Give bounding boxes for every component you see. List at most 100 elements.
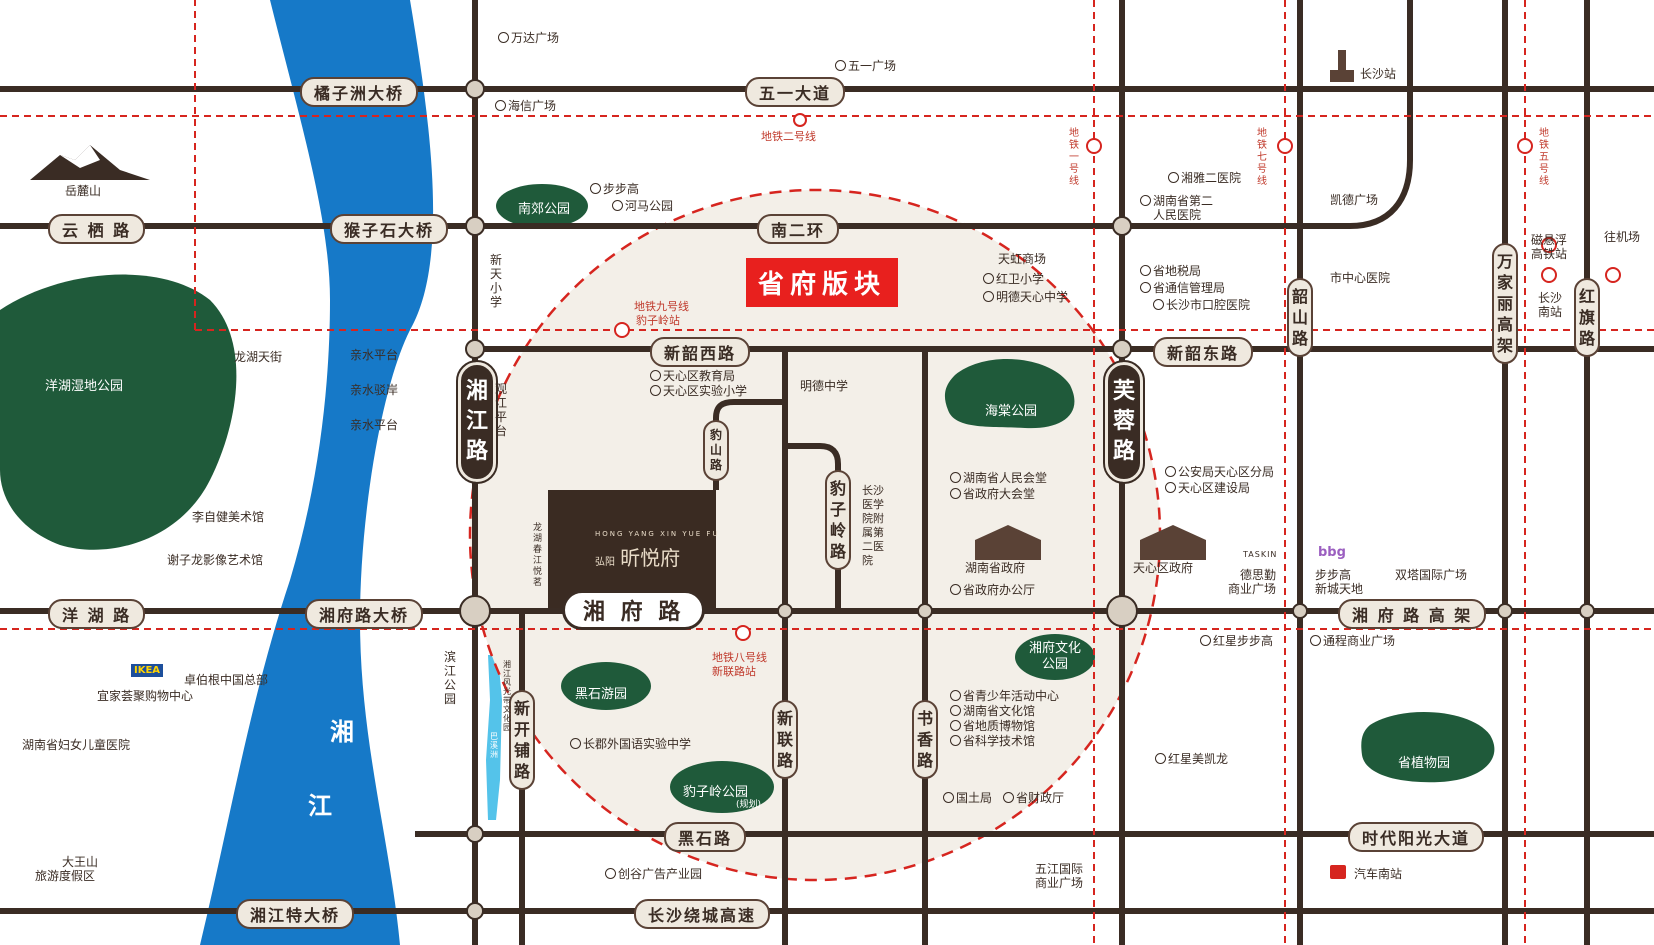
- road-label-yanghu: 洋 湖 路: [48, 599, 146, 629]
- place-mingde-tianxin: 明德天心中学: [983, 290, 1068, 304]
- place-bubugao-1: 步步高: [590, 182, 639, 196]
- place-wujiang: 五江国际: [1035, 862, 1084, 876]
- place-dental-hospital: 长沙市口腔医院: [1153, 298, 1250, 312]
- place-zhuobogen: 卓伯根中国总部: [184, 673, 269, 687]
- place-kaide: 凯德广场: [1330, 193, 1379, 207]
- road-label-xiangfu: 湘 府 路: [562, 590, 706, 630]
- place-changsha-south: 长沙: [1538, 291, 1563, 305]
- road-label-furong: 芙蓉路: [1103, 360, 1145, 484]
- road-label-nanerhuan: 南二环: [757, 214, 840, 244]
- metro-label-line1: 地铁一号线: [1069, 128, 1079, 187]
- project-logo: HONG YANG XIN YUE FU 弘阳 昕悦府: [595, 530, 720, 571]
- place-culture-hall: 湖南省文化馆: [950, 704, 1035, 718]
- changsha-station-icon: [1330, 50, 1354, 82]
- road-label-wanjiali: 万家丽高架: [1492, 243, 1518, 364]
- place-binjiang-park: 滨江公园: [444, 650, 457, 706]
- place-redstar-macalline: 红星美凯龙: [1155, 752, 1228, 766]
- place-hema-park: 河马公园: [612, 199, 673, 213]
- place-medical-college: 长沙医学院附属第二医院: [862, 484, 884, 567]
- place-waterfront-1: 亲水平台: [350, 348, 399, 362]
- place-gov-office: 省政府办公厅: [950, 583, 1035, 597]
- park-baoziling: [670, 761, 774, 813]
- place-wuyi-plaza: 五一广场: [835, 59, 896, 73]
- metro-label-line2: 地铁二号线: [761, 130, 816, 143]
- creek: [486, 655, 502, 820]
- place-wujiang-b: 商业广场: [1035, 876, 1084, 890]
- place-tianxin-gov: 天心区政府: [1133, 561, 1194, 575]
- road-label-baoshan: 豹山路: [703, 420, 729, 481]
- place-waterfront-2: 亲水驳岸: [350, 383, 399, 397]
- place-women-children-hospital: 湖南省妇女儿童医院: [22, 738, 131, 752]
- park-label-yanghu: 洋湖湿地公园: [45, 379, 124, 394]
- park-label-baoziling: 豹子岭公园: [683, 785, 749, 800]
- river-label-1: 湘: [330, 718, 354, 746]
- park-label-haitang: 海棠公园: [985, 404, 1038, 419]
- park-nanjiao: [496, 184, 588, 228]
- road-label-juzizhou: 橘子洲大桥: [300, 77, 419, 107]
- place-peoples-hall: 湖南省人民会堂: [950, 471, 1047, 485]
- place-hongwei: 红卫小学: [983, 272, 1044, 286]
- place-maglev-station: 高铁站: [1531, 247, 1568, 261]
- road-label-hongqi: 红旗路: [1574, 278, 1600, 357]
- project-en: HONG YANG XIN YUE FU: [595, 530, 720, 538]
- place-central-hospital: 市中心医院: [1330, 271, 1391, 285]
- place-xiangjiang-culture: 湘江风光带文化园: [503, 660, 511, 732]
- road-label-xiangfu-elevated: 湘 府 路 高 架: [1338, 599, 1487, 629]
- place-tax-bureau: 省地税局: [1140, 264, 1201, 278]
- place-desiqin: 德思勤: [1240, 568, 1277, 582]
- metro-label-line8-station: 新联路站: [712, 665, 756, 678]
- metro-label-line9-station: 豹子岭站: [636, 314, 680, 327]
- road-label-xinkaipu: 新开铺路: [509, 690, 535, 790]
- place-telecom-bureau: 省通信管理局: [1140, 281, 1225, 295]
- project-sub: 弘阳: [595, 557, 615, 568]
- place-wanda: 万达广场: [498, 31, 559, 45]
- road-label-houzishi: 猴子石大桥: [330, 214, 449, 244]
- place-science-museum: 省科学技术馆: [950, 734, 1035, 748]
- place-desiqin-b: 商业广场: [1228, 582, 1277, 596]
- place-ikea-mall: 宜家荟聚购物中心: [97, 689, 194, 703]
- place-changsha-south-b: 南站: [1538, 305, 1563, 319]
- place-shuangta: 双塔国际广场: [1395, 568, 1468, 582]
- place-to-airport: 往机场: [1604, 230, 1641, 244]
- road-v-baoziling: [788, 443, 841, 611]
- park-xiangfu: [1015, 634, 1095, 680]
- place-mingde: 明德中学: [800, 379, 849, 393]
- road-label-xinshao-east: 新韶东路: [1153, 337, 1254, 367]
- metro-label-line9: 地铁九号线: [634, 300, 689, 313]
- metro-label-line5: 地铁五号线: [1539, 128, 1549, 187]
- road-v-baoshan: [713, 399, 785, 490]
- place-changsha-station: 长沙站: [1360, 67, 1397, 81]
- place-longhu-chunjiang: 龙湖春江悦茗: [533, 523, 543, 588]
- bbg-logo: bbg: [1318, 545, 1346, 560]
- metro-label-line7: 地铁七号线: [1257, 128, 1267, 187]
- road-label-shidai: 时代阳光大道: [1348, 822, 1485, 852]
- place-youth-center: 省青少年活动中心: [950, 689, 1059, 703]
- bus-icon: [1330, 865, 1346, 879]
- building-provincial-gov: [975, 525, 1041, 560]
- place-changjun-school: 长郡外国语实验中学: [570, 737, 691, 751]
- park-label-botanical: 省植物园: [1398, 756, 1451, 771]
- place-lizijian: 李自健美术馆: [192, 510, 265, 524]
- park-botanical: [1361, 712, 1495, 783]
- road-label-heishi: 黑石路: [664, 822, 747, 852]
- place-bubugao-2: 步步高: [1315, 568, 1352, 582]
- place-maglev: 磁悬浮: [1531, 233, 1568, 247]
- place-dawangshan: 大王山: [62, 855, 99, 869]
- place-tongcheng: 通程商业广场: [1310, 634, 1395, 648]
- road-label-xinshao-west: 新韶西路: [650, 337, 751, 367]
- place-hunan-2nd-hospital: 湖南省第二: [1140, 194, 1213, 208]
- road-label-shuxiang: 书香路: [912, 700, 938, 779]
- place-longhu-tianjie: 龙湖天街: [234, 350, 283, 364]
- place-guanjiang: 观江平台: [495, 382, 508, 438]
- place-gov-hall: 省政府大会堂: [950, 487, 1035, 501]
- place-xintian-school: 新天小学: [490, 253, 503, 309]
- park-heishi: [561, 662, 651, 710]
- place-tianhong: 天虹商场: [998, 252, 1047, 266]
- road-h2-curve: [1349, 0, 1413, 229]
- place-edu-bureau: 天心区教育局: [650, 369, 735, 383]
- place-bus-station: 汽车南站: [1354, 867, 1403, 881]
- park-label-nanjiao: 南郊公园: [518, 202, 571, 217]
- road-label-ring-expressway: 长沙绕城高速: [634, 899, 771, 929]
- place-hunan-2nd-hospital-b: 人民医院: [1153, 208, 1202, 222]
- road-label-xiangjiang-bridge: 湘江特大桥: [236, 899, 355, 929]
